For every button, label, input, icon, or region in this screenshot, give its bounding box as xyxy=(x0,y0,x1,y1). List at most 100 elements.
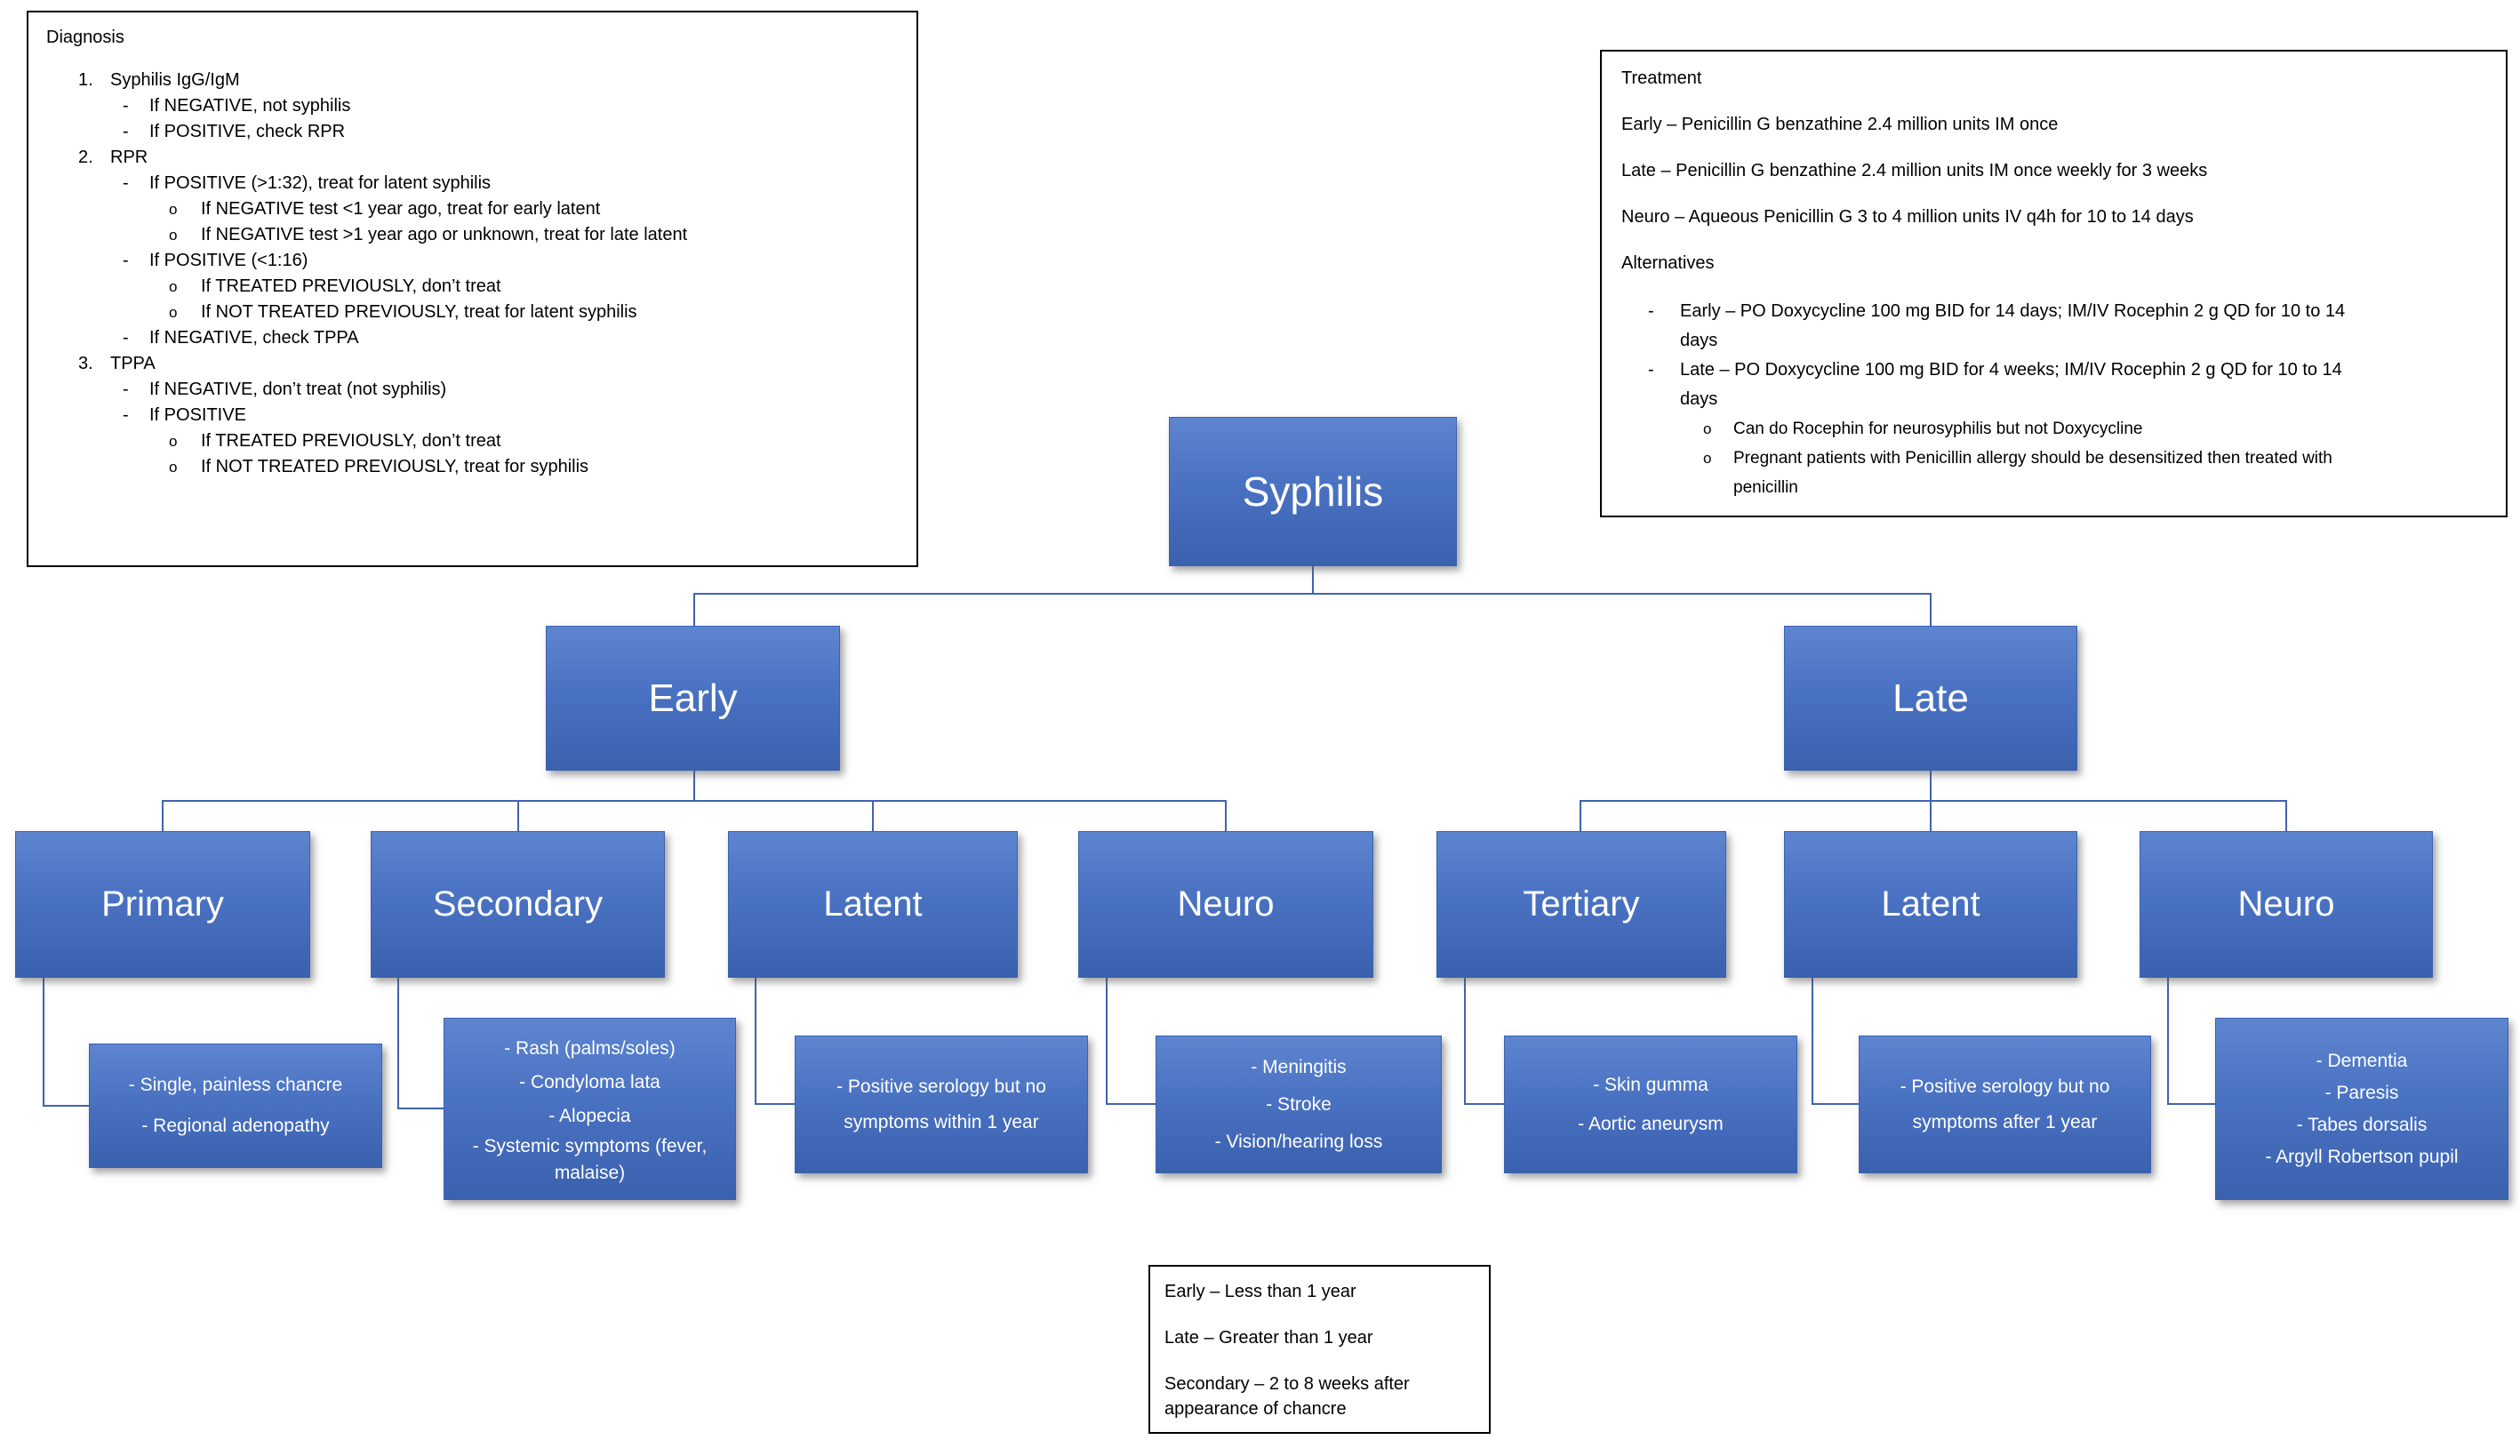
node-syphilis: Syphilis xyxy=(1169,417,1457,566)
node-label: Latent xyxy=(823,884,923,924)
node-late: Late xyxy=(1784,626,2077,771)
leaf-line: - Aortic aneurysm xyxy=(1578,1113,1724,1134)
leaf-line: - Tabes dorsalis xyxy=(2296,1114,2428,1135)
leaf-neuro-early: - Meningitis - Stroke - Vision/hearing l… xyxy=(1156,1036,1442,1173)
leaf-line: - Paresis xyxy=(2324,1082,2399,1103)
leaf-line: - Systemic symptoms (fever, malaise) xyxy=(472,1135,708,1183)
list-marker: o xyxy=(169,459,178,476)
list-marker: - xyxy=(123,328,129,348)
timeline-note-panel: Early – Less than 1 year Late – Greater … xyxy=(1148,1265,1491,1434)
list-text: If NEGATIVE, don’t treat (not syphilis) xyxy=(149,380,447,399)
list-text: Can do Rocephin for neurosyphilis but no… xyxy=(1733,420,2143,438)
list-marker: 2. xyxy=(78,148,93,167)
connector-late-to-children xyxy=(1580,771,2287,831)
leaf-secondary: - Rash (palms/soles) - Condyloma lata - … xyxy=(444,1018,736,1200)
connector-leaf-elbows xyxy=(43,978,2215,1109)
diagnosis-item: 1.Syphilis IgG/IgM xyxy=(46,68,899,93)
list-text: If NEGATIVE test >1 year ago or unknown,… xyxy=(201,225,688,244)
node-early: Early xyxy=(546,626,840,771)
leaf-primary: - Single, painless chancre - Regional ad… xyxy=(89,1044,382,1168)
list-text: If TREATED PREVIOUSLY, don’t treat xyxy=(201,276,501,296)
list-marker: 1. xyxy=(78,70,93,90)
diagnosis-item: -If NEGATIVE, not syphilis xyxy=(46,93,899,119)
diagnosis-panel: Diagnosis 1.Syphilis IgG/IgM -If NEGATIV… xyxy=(27,11,918,567)
node-neuro-early: Neuro xyxy=(1078,831,1373,978)
treatment-alt-item: -Late – PO Doxycycline 100 mg BID for 4 … xyxy=(1621,356,2486,414)
leaf-tertiary: - Skin gumma - Aortic aneurysm xyxy=(1504,1036,1797,1173)
leaf-line: - Stroke xyxy=(1266,1093,1332,1115)
treatment-alt-item: -Early – PO Doxycycline 100 mg BID for 1… xyxy=(1621,297,2486,356)
leaf-line: - Vision/hearing loss xyxy=(1214,1131,1383,1152)
leaf-line: - Argyll Robertson pupil xyxy=(2265,1146,2459,1167)
diagnosis-item: - If POSITIVE (<1:16) xyxy=(46,248,899,274)
leaf-neuro-late: - Dementia - Paresis - Tabes dorsalis - … xyxy=(2215,1018,2508,1200)
leaf-line: - Skin gumma xyxy=(1593,1074,1708,1095)
list-text: If NEGATIVE, not syphilis xyxy=(149,96,351,116)
timeline-note-line: Late – Greater than 1 year xyxy=(1164,1328,1373,1348)
leaf-line: - Rash (palms/soles) xyxy=(504,1037,676,1059)
node-label: Neuro xyxy=(1177,884,1275,924)
list-marker: o xyxy=(169,227,178,244)
node-latent-late: Latent xyxy=(1784,831,2077,978)
list-marker: o xyxy=(169,201,178,218)
list-marker: - xyxy=(123,96,129,116)
treatment-paragraph: Neuro – Aqueous Penicillin G 3 to 4 mill… xyxy=(1621,207,2194,227)
leaf-line: - Condyloma lata xyxy=(519,1071,660,1092)
treatment-alternatives-title: Alternatives xyxy=(1621,253,1715,273)
list-marker: o xyxy=(1703,420,1712,437)
treatment-panel: Treatment Early – Penicillin G benzathin… xyxy=(1600,50,2508,517)
list-marker: - xyxy=(123,251,129,270)
list-marker: - xyxy=(1648,360,1654,380)
connector-early-to-children xyxy=(162,771,1227,831)
list-text: Pregnant patients with Penicillin allerg… xyxy=(1733,449,2332,497)
treatment-alt-subitem: o Pregnant patients with Penicillin aller… xyxy=(1621,444,2486,502)
treatment-paragraph: Early – Penicillin G benzathine 2.4 mill… xyxy=(1621,115,2059,134)
diagnosis-item: 2. RPR xyxy=(46,145,899,171)
diagnosis-item: o If NOT TREATED PREVIOUSLY, treat for sy… xyxy=(46,454,899,480)
diagnosis-item: o If NEGATIVE test >1 year ago or unknown… xyxy=(46,222,899,248)
node-label: Primary xyxy=(101,884,224,924)
leaf-line: - Positive serology but no symptoms afte… xyxy=(1900,1076,2110,1132)
timeline-note-line: Early – Less than 1 year xyxy=(1164,1282,1356,1301)
diagnosis-item: o If TREATED PREVIOUSLY, don’t treat xyxy=(46,274,899,300)
list-marker: - xyxy=(1648,301,1654,321)
list-text: If POSITIVE (<1:16) xyxy=(149,251,308,270)
treatment-title: Treatment xyxy=(1621,68,1702,88)
node-label: Early xyxy=(648,676,738,720)
list-marker: 3. xyxy=(78,354,93,373)
diagnosis-item: - If POSITIVE, check RPR xyxy=(46,119,899,145)
node-neuro-late: Neuro xyxy=(2140,831,2433,978)
list-marker: - xyxy=(123,405,129,425)
node-tertiary: Tertiary xyxy=(1436,831,1726,978)
list-text: If POSITIVE (>1:32), treat for latent sy… xyxy=(149,173,492,193)
leaf-line: - Regional adenopathy xyxy=(141,1116,330,1136)
diagnosis-item: 3. TPPA xyxy=(46,351,899,377)
treatment-paragraph: Late – Penicillin G benzathine 2.4 milli… xyxy=(1621,161,2208,180)
node-label: Tertiary xyxy=(1523,884,1640,924)
leaf-line: - Single, painless chancre xyxy=(128,1075,343,1095)
leaf-line: - Meningitis xyxy=(1251,1056,1347,1077)
node-label: Latent xyxy=(1881,884,1980,924)
node-primary: Primary xyxy=(15,831,310,978)
list-marker: o xyxy=(169,278,178,295)
list-text: If NOT TREATED PREVIOUSLY, treat for syp… xyxy=(201,457,589,476)
list-marker: o xyxy=(1703,450,1712,467)
node-label: Late xyxy=(1892,676,1969,720)
treatment-alt-subitem: o Can do Rocephin for neurosyphilis but n… xyxy=(1621,414,2486,444)
list-text: RPR xyxy=(110,148,148,167)
diagnosis-item: -If NEGATIVE, check TPPA xyxy=(46,325,899,351)
list-marker: - xyxy=(123,173,129,193)
list-text: If POSITIVE, check RPR xyxy=(149,122,346,141)
list-text: TPPA xyxy=(110,354,156,373)
list-text: If NEGATIVE, check TPPA xyxy=(149,328,359,348)
leaf-line: - Positive serology but no symptoms with… xyxy=(836,1076,1046,1132)
list-text: If POSITIVE xyxy=(149,405,246,425)
diagnosis-item: -If NEGATIVE, don’t treat (not syphilis) xyxy=(46,377,899,403)
list-marker: - xyxy=(123,122,129,141)
list-marker: o xyxy=(169,433,178,450)
diagnosis-title: Diagnosis xyxy=(46,28,124,47)
